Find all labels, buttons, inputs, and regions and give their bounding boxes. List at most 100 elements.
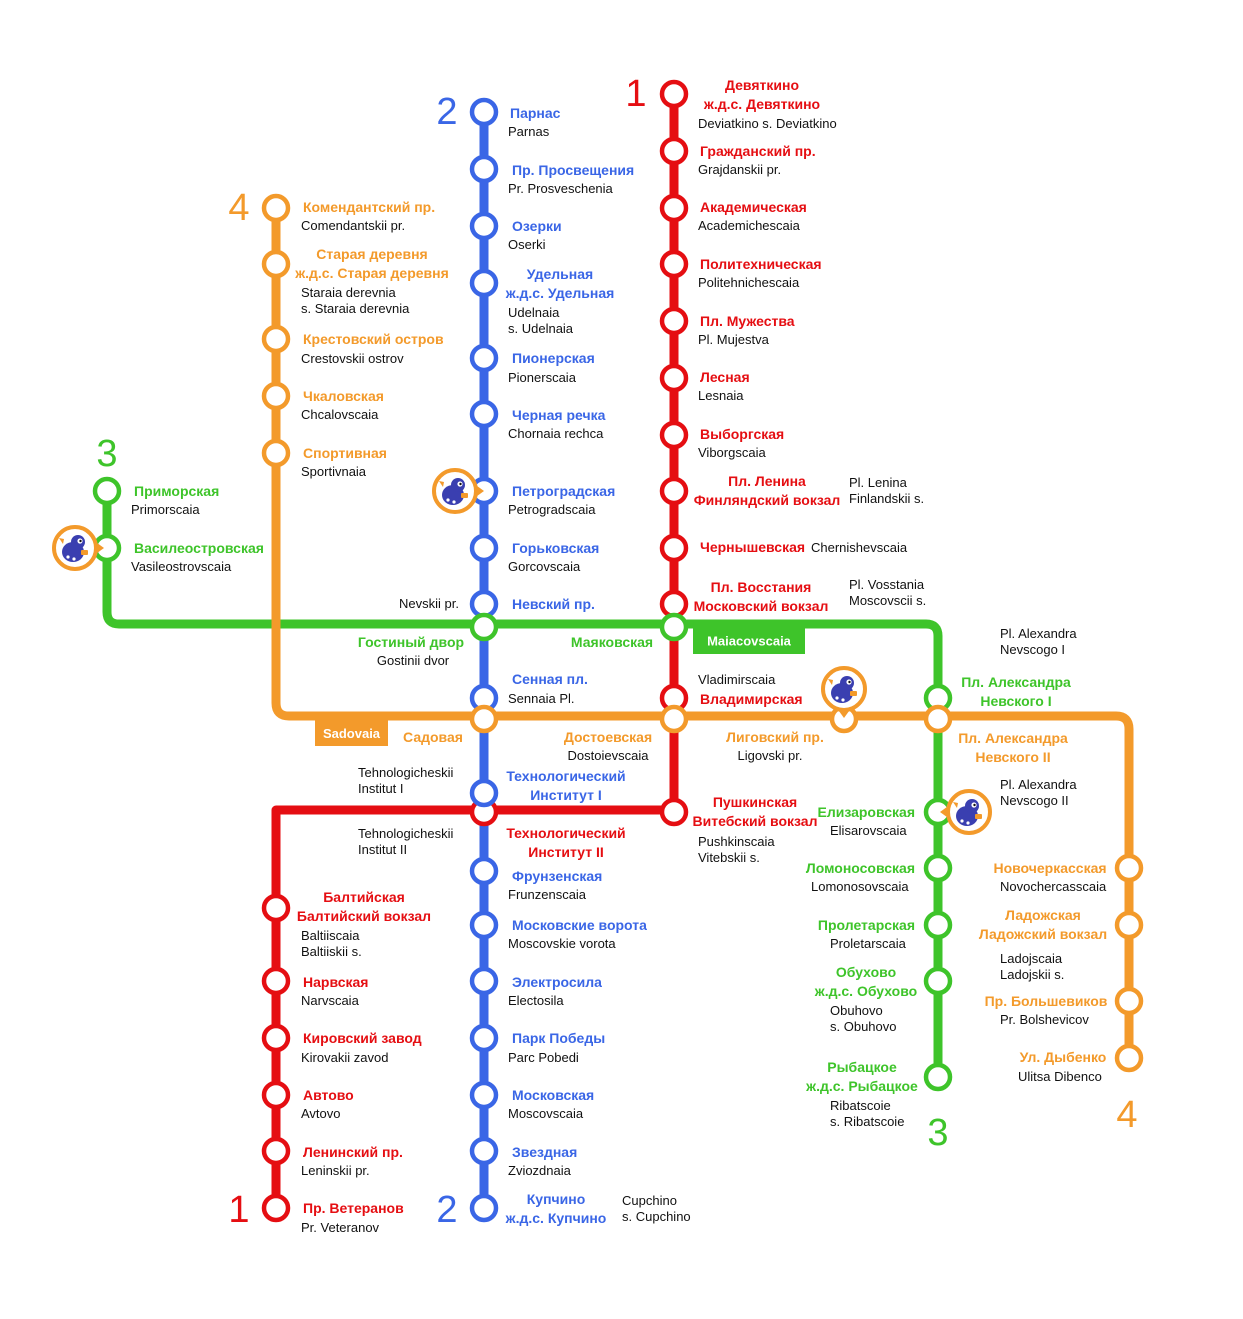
station-marker[interactable] [469, 533, 499, 563]
station-marker[interactable] [469, 589, 499, 619]
station-marker[interactable] [659, 136, 689, 166]
station-marker[interactable] [923, 1062, 953, 1092]
station-sadovaia[interactable]: Садовая [403, 704, 499, 745]
station-marker[interactable] [469, 966, 499, 996]
station-marker[interactable] [92, 476, 122, 506]
station-marker[interactable] [469, 268, 499, 298]
station-maiakovskaia[interactable]: Маяковская [571, 612, 689, 650]
station-marker[interactable] [261, 893, 291, 923]
station-marker[interactable] [469, 1080, 499, 1110]
station-marker[interactable] [469, 1023, 499, 1053]
station-marker[interactable] [261, 1136, 291, 1166]
station-marker[interactable] [923, 704, 953, 734]
station-marker[interactable] [1114, 853, 1144, 883]
station-marker[interactable] [659, 306, 689, 336]
station-marker[interactable] [659, 476, 689, 506]
station-marker[interactable] [1114, 986, 1144, 1016]
station-nevskii[interactable]: Невский пр.Nevskii pr. [399, 589, 595, 619]
station-marker[interactable] [659, 193, 689, 223]
station-marker[interactable] [659, 533, 689, 563]
station-marker[interactable] [469, 154, 499, 184]
station-marker[interactable] [469, 399, 499, 429]
station-marker[interactable] [659, 612, 689, 642]
station-marker[interactable] [261, 966, 291, 996]
station-marker[interactable] [261, 1080, 291, 1110]
station-marker[interactable] [261, 193, 291, 223]
station-marker[interactable] [469, 778, 499, 808]
station-marker[interactable] [469, 97, 499, 127]
station-marker[interactable] [261, 438, 291, 468]
station-leninskii[interactable]: Ленинский пр.Leninskii pr. [261, 1136, 403, 1178]
station-marker[interactable] [469, 910, 499, 940]
station-ligovskii[interactable]: Лиговский пр.Ligovski pr. [726, 704, 859, 763]
station-grajdanskii[interactable]: Гражданский пр.Grajdanskii pr. [659, 136, 816, 177]
station-marker[interactable] [469, 1193, 499, 1223]
station-marker[interactable] [659, 249, 689, 279]
station-marker[interactable] [659, 589, 689, 619]
station-marker[interactable] [469, 704, 499, 734]
station-marker[interactable] [261, 1193, 291, 1223]
station-marker[interactable] [923, 853, 953, 883]
station-marker[interactable] [659, 797, 689, 827]
station-marker[interactable] [659, 79, 689, 109]
station-komendantskii[interactable]: Комендантский пр.Comendantskii pr. [261, 193, 435, 233]
station-marker[interactable] [469, 343, 499, 373]
station-marker[interactable] [659, 420, 689, 450]
station-marker[interactable] [1114, 1043, 1144, 1073]
station-marker[interactable] [923, 966, 953, 996]
station-sennaia[interactable]: Сенная пл.Sennaia Pl. [469, 671, 588, 713]
station-marker[interactable] [261, 249, 291, 279]
station-marker[interactable] [469, 612, 499, 642]
station-marker[interactable] [923, 910, 953, 940]
station-marker[interactable] [261, 1023, 291, 1053]
station-marker[interactable] [469, 211, 499, 241]
station-marker[interactable] [659, 704, 689, 734]
station-marker[interactable] [1114, 910, 1144, 940]
station-marker[interactable] [659, 363, 689, 393]
